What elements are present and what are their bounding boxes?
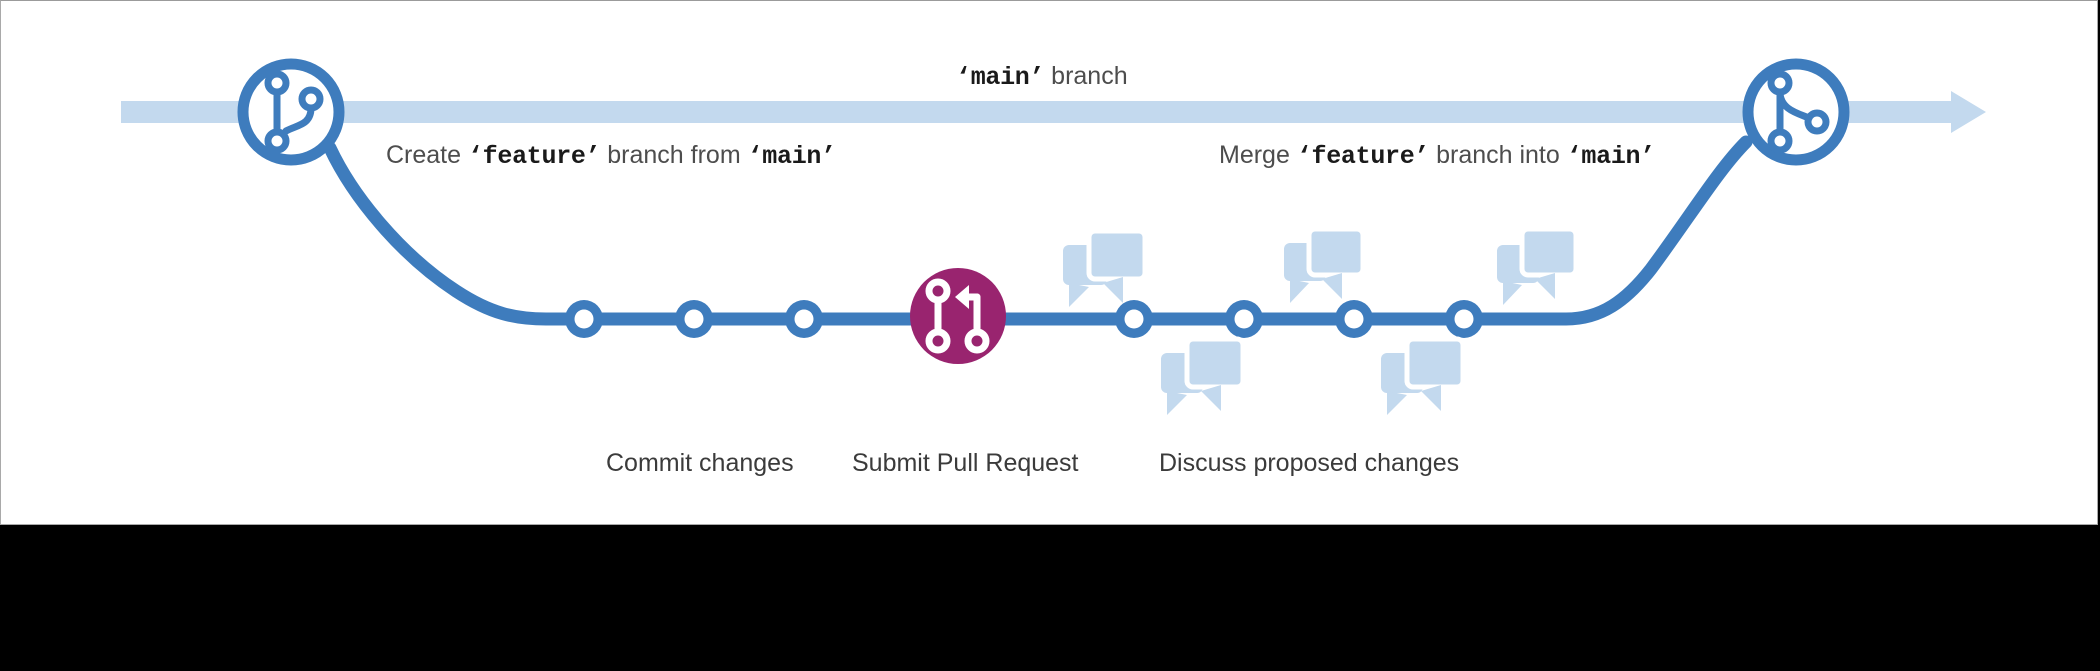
branch-merge-node[interactable]	[1742, 58, 1850, 166]
create-middle: branch from	[600, 141, 748, 169]
create-branch-annotation: Create ‘feature’ branch from ‘main’	[386, 141, 836, 171]
main-branch-suffix: branch	[1044, 62, 1128, 90]
git-branch-icon	[264, 70, 324, 154]
main-branch-label: ‘main’ branch	[956, 62, 1128, 92]
merge-branch-annotation: Merge ‘feature’ branch into ‘main’	[1219, 141, 1655, 171]
branch-create-node[interactable]	[237, 58, 345, 166]
create-main-code: ‘main’	[747, 142, 837, 171]
discuss-changes-label: Discuss proposed changes	[1159, 449, 1460, 477]
bottom-letterbox	[0, 525, 2100, 671]
diagram-canvas: ‘main’ branch Create ‘feature’ branch fr…	[0, 0, 2098, 525]
merge-feature-code: ‘feature’	[1296, 142, 1430, 171]
create-feature-code: ‘feature’	[467, 142, 601, 171]
commit-dots	[565, 300, 1483, 338]
pull-request-node[interactable]	[910, 268, 1006, 364]
merge-prefix: Merge	[1219, 141, 1297, 169]
commit-changes-label: Commit changes	[606, 449, 794, 477]
merge-main-code: ‘main’	[1566, 142, 1656, 171]
comment-bubble-group-3	[1497, 226, 1579, 305]
git-merge-icon	[1767, 70, 1830, 154]
feature-branch-line	[323, 135, 1753, 326]
main-branch-code: ‘main’	[956, 63, 1045, 92]
comment-bubble-group-5	[1381, 336, 1466, 415]
create-prefix: Create	[386, 141, 468, 169]
submit-pull-request-label: Submit Pull Request	[852, 449, 1079, 477]
comment-bubble-group-4	[1161, 336, 1246, 415]
main-branch-line	[121, 91, 1986, 133]
git-flow-illustration	[121, 58, 1986, 415]
comment-bubble-group-1	[1063, 228, 1148, 307]
merge-middle: branch into	[1429, 141, 1567, 169]
comment-bubble-group-2	[1284, 226, 1366, 303]
git-pull-request-icon	[925, 278, 990, 354]
